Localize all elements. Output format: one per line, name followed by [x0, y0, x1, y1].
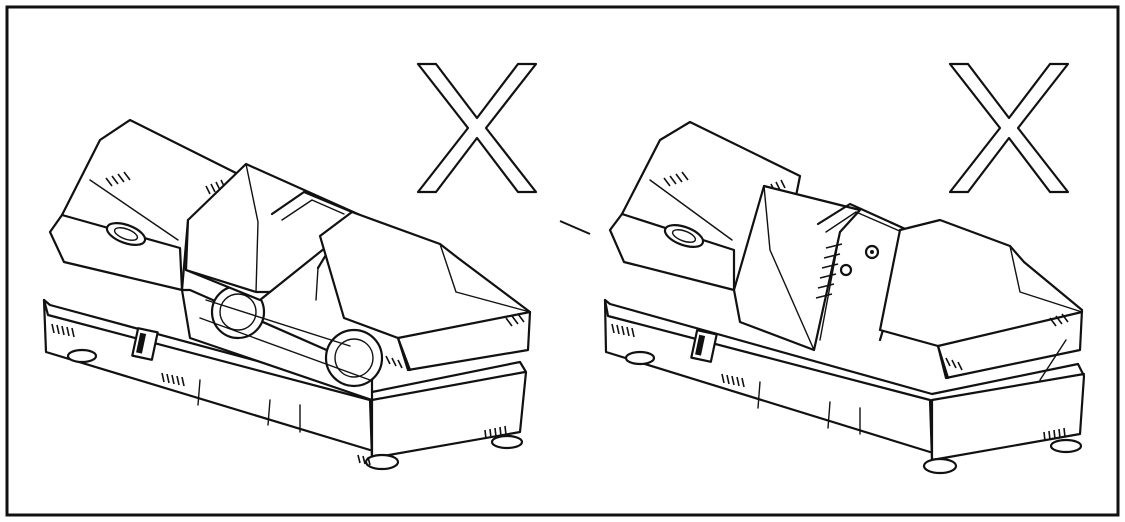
base-body — [42, 298, 528, 460]
grinding-wheel-2 — [324, 328, 384, 388]
inner-spring — [815, 243, 843, 299]
feet — [624, 350, 1083, 475]
figure-frame — [5, 5, 1120, 517]
rear-housing — [608, 120, 802, 292]
front-housing — [878, 218, 1084, 380]
panel-left — [42, 62, 538, 471]
device-illustration-left — [42, 118, 532, 471]
base-body — [603, 298, 1086, 462]
cross-mark-icon — [948, 62, 1070, 194]
power-switch — [690, 329, 718, 363]
vent-slots — [611, 323, 1066, 442]
device-illustration-right — [603, 120, 1086, 475]
panel-separator — [559, 220, 591, 235]
cross-mark-icon — [416, 62, 538, 194]
feet — [66, 348, 524, 471]
panel-right — [603, 62, 1086, 475]
vent-slots — [51, 323, 507, 466]
power-switch — [131, 327, 159, 361]
